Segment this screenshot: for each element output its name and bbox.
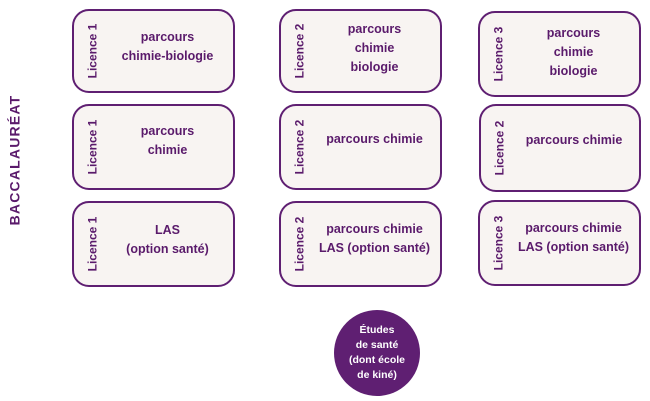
level-label: Licence 1 <box>80 203 104 285</box>
level-label: Licence 1 <box>80 11 104 91</box>
level-label-text: Licence 1 <box>85 119 100 175</box>
card-licence1-chimie: Licence 1 parcours chimie <box>72 104 235 190</box>
card-licence1-las: Licence 1 LAS (option santé) <box>72 201 235 287</box>
card-line: LAS <box>155 223 180 237</box>
level-label: Licence 1 <box>80 106 104 188</box>
card-line: chimie <box>354 40 395 55</box>
circle-line: de kiné) <box>357 369 397 381</box>
circle-line: de santé <box>355 339 399 351</box>
card-line: parcours chimie <box>326 222 423 236</box>
level-label: Licence 3 <box>486 13 510 95</box>
card-line: LAS (option santé) <box>318 241 431 255</box>
level-label-text: Licence 2 <box>292 216 307 272</box>
card-line: (option santé) <box>126 242 209 256</box>
card-text: parcours chimie biologie <box>315 11 434 91</box>
card-line: parcours chimie <box>326 132 423 146</box>
card-text: parcours chimie LAS (option santé) <box>514 202 633 284</box>
card-licence1-chimie-biologie: Licence 1 parcours chimie-biologie <box>72 9 235 93</box>
circle-line: Études <box>359 324 395 336</box>
level-label: Licence 2 <box>287 106 311 188</box>
card-line: chimie <box>147 143 188 157</box>
card-line: biologie <box>350 59 399 74</box>
baccalaureat-label: BACCALAURÉAT <box>4 60 24 260</box>
level-label: Licence 2 <box>287 203 311 285</box>
level-label: Licence 2 <box>487 106 511 190</box>
card-line: parcours chimie <box>525 221 622 235</box>
card-text: parcours chimie LAS (option santé) <box>315 203 434 285</box>
card-line: LAS (option santé) <box>517 240 630 254</box>
card-text: parcours chimie <box>515 106 633 190</box>
circle-line: (dont école <box>348 354 405 366</box>
card-licence2-chimie-biologie: Licence 2 parcours chimie biologie <box>279 9 442 93</box>
baccalaureat-label-text: BACCALAURÉAT <box>6 94 23 226</box>
card-licence2-chimie: Licence 2 parcours chimie <box>279 104 442 190</box>
card-licence2-chimie-las: Licence 2 parcours chimie LAS (option sa… <box>279 201 442 287</box>
card-line: chimie <box>553 44 594 59</box>
card-line: parcours chimie <box>525 133 623 147</box>
card-line: parcours <box>140 124 195 138</box>
level-label: Licence 3 <box>486 202 510 284</box>
card-line: biologie <box>549 63 598 78</box>
card-line: chimie-biologie <box>121 49 214 63</box>
level-label-text: Licence 1 <box>85 216 100 272</box>
card-licence2-chimie-right: Licence 2 parcours chimie <box>479 104 641 192</box>
card-line: parcours <box>546 25 601 40</box>
card-text: parcours chimie <box>108 106 227 188</box>
level-label: Licence 2 <box>287 11 311 91</box>
level-label-text: Licence 3 <box>491 26 506 82</box>
card-line: parcours <box>347 21 402 36</box>
card-licence3-chimie-las: Licence 3 parcours chimie LAS (option sa… <box>478 200 641 286</box>
level-label-text: Licence 2 <box>292 119 307 175</box>
card-line: parcours <box>140 30 195 44</box>
etudes-de-sante-circle: Études de santé (dont école de kiné) <box>334 310 420 396</box>
card-text: parcours chimie <box>315 106 434 188</box>
level-label-text: Licence 2 <box>492 120 507 176</box>
card-licence3-chimie-biologie: Licence 3 parcours chimie biologie <box>478 11 641 97</box>
level-label-text: Licence 2 <box>292 23 307 79</box>
level-label-text: Licence 1 <box>85 23 100 79</box>
card-text: LAS (option santé) <box>108 203 227 285</box>
card-text: parcours chimie biologie <box>514 13 633 95</box>
card-text: parcours chimie-biologie <box>108 11 227 91</box>
level-label-text: Licence 3 <box>491 215 506 271</box>
